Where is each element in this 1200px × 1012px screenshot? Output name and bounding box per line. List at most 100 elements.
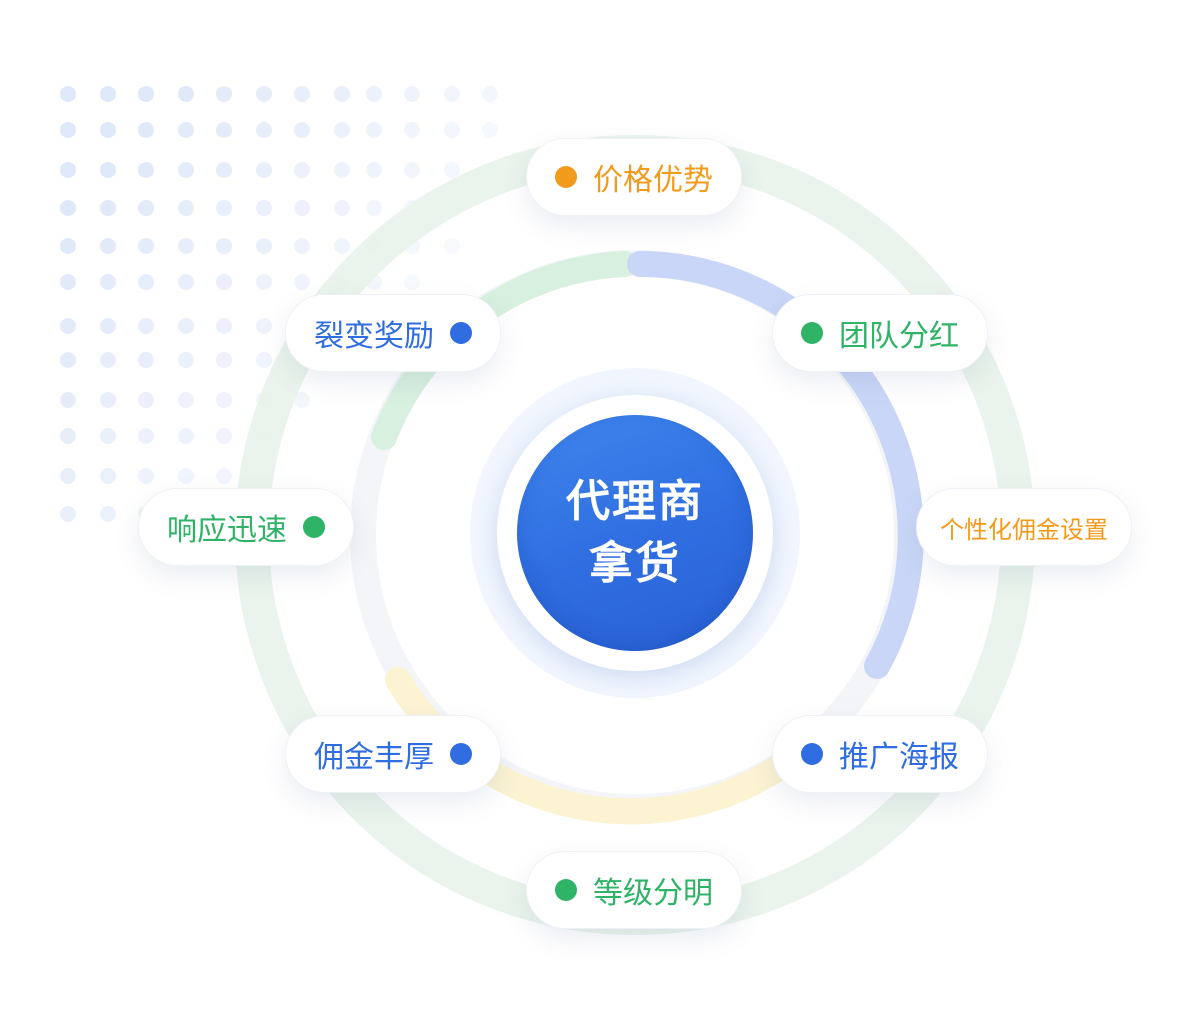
grid-dot [256, 274, 272, 290]
grid-dot [60, 428, 76, 444]
grid-dot [256, 200, 272, 216]
grid-dot [294, 274, 310, 290]
grid-dot [256, 162, 272, 178]
grid-dot [178, 318, 194, 334]
grid-dot [178, 468, 194, 484]
grid-dot [100, 86, 116, 102]
feature-label: 推广海报 [839, 740, 959, 775]
grid-dot [216, 352, 232, 368]
grid-dot [100, 392, 116, 408]
center-title-line2: 拿货 [589, 538, 681, 589]
grid-dot [366, 200, 382, 216]
feature-promo-poster: 推广海报 [772, 715, 988, 793]
grid-dot [100, 506, 116, 522]
feature-custom-commission: 个性化佣金设置 [916, 488, 1132, 566]
grid-dot [256, 86, 272, 102]
grid-dot [216, 238, 232, 254]
feature-label: 等级分明 [593, 876, 713, 911]
grid-dot [60, 122, 76, 138]
grid-dot [60, 162, 76, 178]
grid-dot [216, 428, 232, 444]
grid-dot [138, 428, 154, 444]
grid-dot [366, 162, 382, 178]
grid-dot [256, 352, 272, 368]
grid-dot [334, 122, 350, 138]
feature-label: 个性化佣金设置 [940, 515, 1108, 544]
grid-dot [256, 122, 272, 138]
grid-dot [294, 122, 310, 138]
grid-dot [60, 86, 76, 102]
grid-dot [294, 200, 310, 216]
grid-dot [216, 122, 232, 138]
grid-dot [60, 274, 76, 290]
grid-dot [178, 122, 194, 138]
feature-generous-commission: 佣金丰厚 [285, 715, 501, 793]
grid-dot [138, 392, 154, 408]
grid-dot [178, 428, 194, 444]
grid-dot [138, 352, 154, 368]
grid-dot [100, 428, 116, 444]
feature-referral-reward: 裂变奖励 [285, 294, 501, 372]
feature-label: 佣金丰厚 [314, 740, 434, 775]
grid-dot [444, 238, 460, 254]
grid-dot [216, 274, 232, 290]
grid-dot [138, 122, 154, 138]
grid-dot [100, 200, 116, 216]
grid-dot [334, 86, 350, 102]
grid-dot [294, 392, 310, 408]
grid-dot [444, 122, 460, 138]
grid-dot [404, 274, 420, 290]
feature-price-advantage: 价格优势 [526, 138, 742, 216]
grid-dot [178, 392, 194, 408]
grid-dot [60, 238, 76, 254]
grid-dot [138, 162, 154, 178]
grid-dot [216, 318, 232, 334]
grid-dot [404, 162, 420, 178]
status-dot [555, 879, 577, 901]
grid-dot [178, 274, 194, 290]
grid-dot [100, 352, 116, 368]
feature-label: 裂变奖励 [314, 319, 434, 354]
grid-dot [294, 238, 310, 254]
grid-dot [100, 162, 116, 178]
grid-dot [100, 468, 116, 484]
grid-dot [138, 238, 154, 254]
arc-blue [627, 251, 924, 679]
grid-dot [216, 468, 232, 484]
status-dot [801, 743, 823, 765]
status-dot [303, 516, 325, 538]
grid-dot [60, 468, 76, 484]
grid-dot [178, 200, 194, 216]
feature-team-dividend: 团队分红 [772, 294, 988, 372]
grid-dot [256, 318, 272, 334]
grid-dot [100, 122, 116, 138]
grid-dot [60, 200, 76, 216]
grid-dot [366, 86, 382, 102]
grid-dot [138, 318, 154, 334]
feature-clear-levels: 等级分明 [526, 851, 742, 929]
grid-dot [404, 122, 420, 138]
grid-dot [444, 162, 460, 178]
grid-dot [366, 122, 382, 138]
grid-dot [294, 86, 310, 102]
grid-dot [178, 238, 194, 254]
grid-dot [334, 162, 350, 178]
grid-dot [60, 318, 76, 334]
grid-dot [60, 392, 76, 408]
center-core: 代理商 拿货 [517, 415, 753, 651]
feature-label: 团队分红 [839, 319, 959, 354]
feature-fast-response: 响应迅速 [138, 488, 354, 566]
grid-dot [256, 238, 272, 254]
grid-dot [216, 86, 232, 102]
status-dot [555, 166, 577, 188]
grid-dot [482, 86, 498, 102]
grid-dot [178, 162, 194, 178]
grid-dot [216, 200, 232, 216]
grid-dot [138, 468, 154, 484]
status-dot [801, 322, 823, 344]
status-dot [450, 743, 472, 765]
grid-dot [100, 318, 116, 334]
grid-dot [60, 352, 76, 368]
feature-label: 响应迅速 [167, 513, 287, 548]
